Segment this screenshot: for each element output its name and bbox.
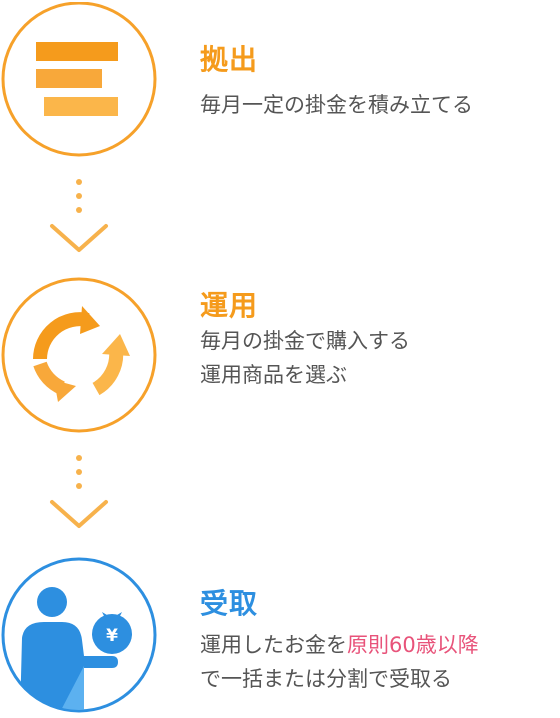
step-desc-kyoshutsu: 毎月一定の掛金を積み立てる	[200, 93, 473, 117]
svg-text:¥: ¥	[106, 626, 118, 646]
step-title-kyoshutsu: 拠出	[200, 43, 259, 76]
step-title-uketori: 受取	[200, 587, 259, 620]
dotted-arrow-down-icon	[50, 179, 108, 252]
step-title-unyou: 運用	[200, 289, 259, 322]
management-circle-icon	[1, 277, 157, 433]
contribution-circle-icon	[1, 2, 157, 157]
age-highlight-text: 原則60歳以降	[347, 633, 479, 657]
cycle-arrows-icon	[33, 306, 130, 402]
receipt-circle-icon: ¥	[1, 557, 157, 713]
money-bag-icon: ¥	[92, 612, 132, 654]
person-money-bag-icon: ¥	[20, 587, 132, 710]
step-desc-uketori: 運用したお金を原則60歳以降 で一括または分割で受取る	[200, 633, 479, 691]
dotted-arrow-down-icon	[50, 455, 108, 528]
step-desc-unyou: 毎月の掛金で購入する 運用商品を選ぶ	[200, 329, 410, 387]
contribution-bars-icon	[36, 42, 118, 116]
